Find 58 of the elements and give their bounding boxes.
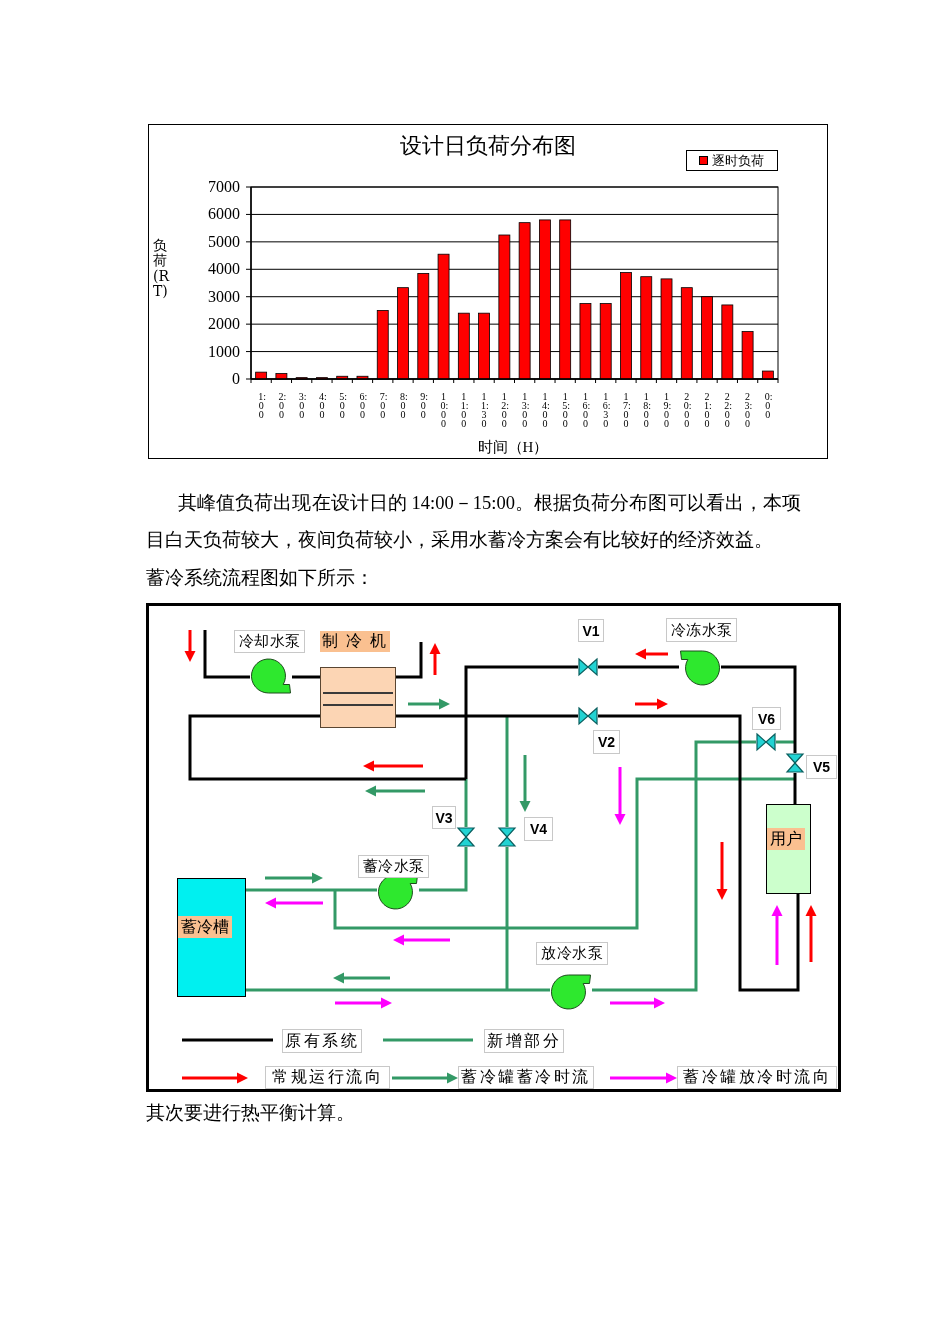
axis-tick-label: 10:00 bbox=[440, 392, 447, 428]
axis-tick-label: 21:00 bbox=[704, 392, 711, 428]
axis-tick-label: 2000 bbox=[208, 315, 240, 334]
axis-tick-label: 9:00 bbox=[420, 392, 427, 419]
node-label: 用户 bbox=[767, 828, 805, 850]
axis-tick-label: 3:00 bbox=[298, 392, 305, 419]
axis-tick-label: 7:00 bbox=[379, 392, 386, 419]
axis-tick-label: 14:00 bbox=[541, 392, 548, 428]
axis-tick-label: 0:00 bbox=[764, 392, 771, 419]
chart-title: 设计日负荷分布图 bbox=[400, 133, 576, 159]
axis-tick-label: 7000 bbox=[208, 178, 240, 196]
pump-label: 蓄冷水泵 bbox=[358, 855, 429, 878]
axis-tick-label: 20:00 bbox=[683, 392, 690, 428]
axis-tick-label: 12:00 bbox=[501, 392, 508, 428]
axis-title: 时间（H） bbox=[477, 439, 549, 456]
pump-label: 冷冻水泵 bbox=[666, 618, 737, 642]
axis-tick-label: 16:00 bbox=[582, 392, 589, 428]
legend-label: 逐时负荷 bbox=[712, 152, 764, 169]
chiller-label: 制 冷 机 bbox=[320, 631, 390, 652]
pump-label: 放冷水泵 bbox=[536, 942, 608, 965]
axis-tick-label: 3000 bbox=[208, 287, 240, 306]
axis-tick-label: 8:00 bbox=[400, 392, 406, 419]
legend-label: 蓄冷罐放冷时流向 bbox=[677, 1066, 837, 1089]
body-text: 其峰值负荷出现在设计日的 14:00－15:00。根据负荷分布图可以看出，本项目白天负荷较大，夜间负荷较小，采用水蓄冷方案会有比较好的经济效益。 bbox=[146, 492, 801, 552]
node-label: 蓄冷槽 bbox=[178, 916, 232, 938]
axis-tick-label: 18:00 bbox=[643, 392, 650, 428]
legend-label: 原有系统 bbox=[282, 1029, 362, 1053]
axis-tick-label: 22:00 bbox=[724, 392, 731, 428]
axis-tick-label: 23:00 bbox=[744, 392, 751, 428]
valve-label: V3 bbox=[432, 806, 456, 829]
axis-tick-label: 16:30 bbox=[602, 392, 609, 428]
axis-tick-label: 5000 bbox=[208, 232, 240, 251]
axis-tick-label: 1000 bbox=[208, 342, 240, 361]
axis-tick-label: 13:00 bbox=[521, 392, 528, 428]
axis-tick-label: 1:00 bbox=[258, 392, 265, 419]
legend-label: 蓄冷罐蓄冷时流 bbox=[458, 1066, 594, 1089]
axis-tick-label: 15:00 bbox=[562, 392, 569, 428]
axis-tick-label: 4000 bbox=[208, 260, 240, 279]
axis-tick-label: 6:00 bbox=[359, 392, 366, 419]
axis-tick-label: 0 bbox=[232, 370, 240, 388]
valve-label: V4 bbox=[524, 817, 553, 841]
axis-tick-label: 17:00 bbox=[622, 392, 629, 428]
valve-label: V2 bbox=[593, 730, 620, 754]
legend-label: 常规运行流向 bbox=[265, 1066, 390, 1089]
axis-tick-label: 19:00 bbox=[663, 392, 670, 428]
axis-tick-label: 4:00 bbox=[318, 392, 325, 419]
axis-tick-label: 2:00 bbox=[278, 392, 285, 419]
axis-tick-label: 11:30 bbox=[481, 392, 488, 428]
axis-tick-label: 6000 bbox=[208, 205, 240, 224]
valve-label: V1 bbox=[578, 619, 604, 642]
body-text: 其次要进行热平衡计算。 bbox=[146, 1102, 355, 1125]
axis-tick-label: 5:00 bbox=[339, 392, 346, 419]
valve-label: V6 bbox=[752, 707, 781, 730]
body-text: 蓄冷系统流程图如下所示： bbox=[146, 567, 374, 590]
axis-tick-label: 11:00 bbox=[460, 392, 467, 428]
legend-label: 新增部分 bbox=[484, 1029, 564, 1053]
valve-label: V5 bbox=[806, 755, 837, 779]
pump-label: 冷却水泵 bbox=[234, 630, 305, 653]
